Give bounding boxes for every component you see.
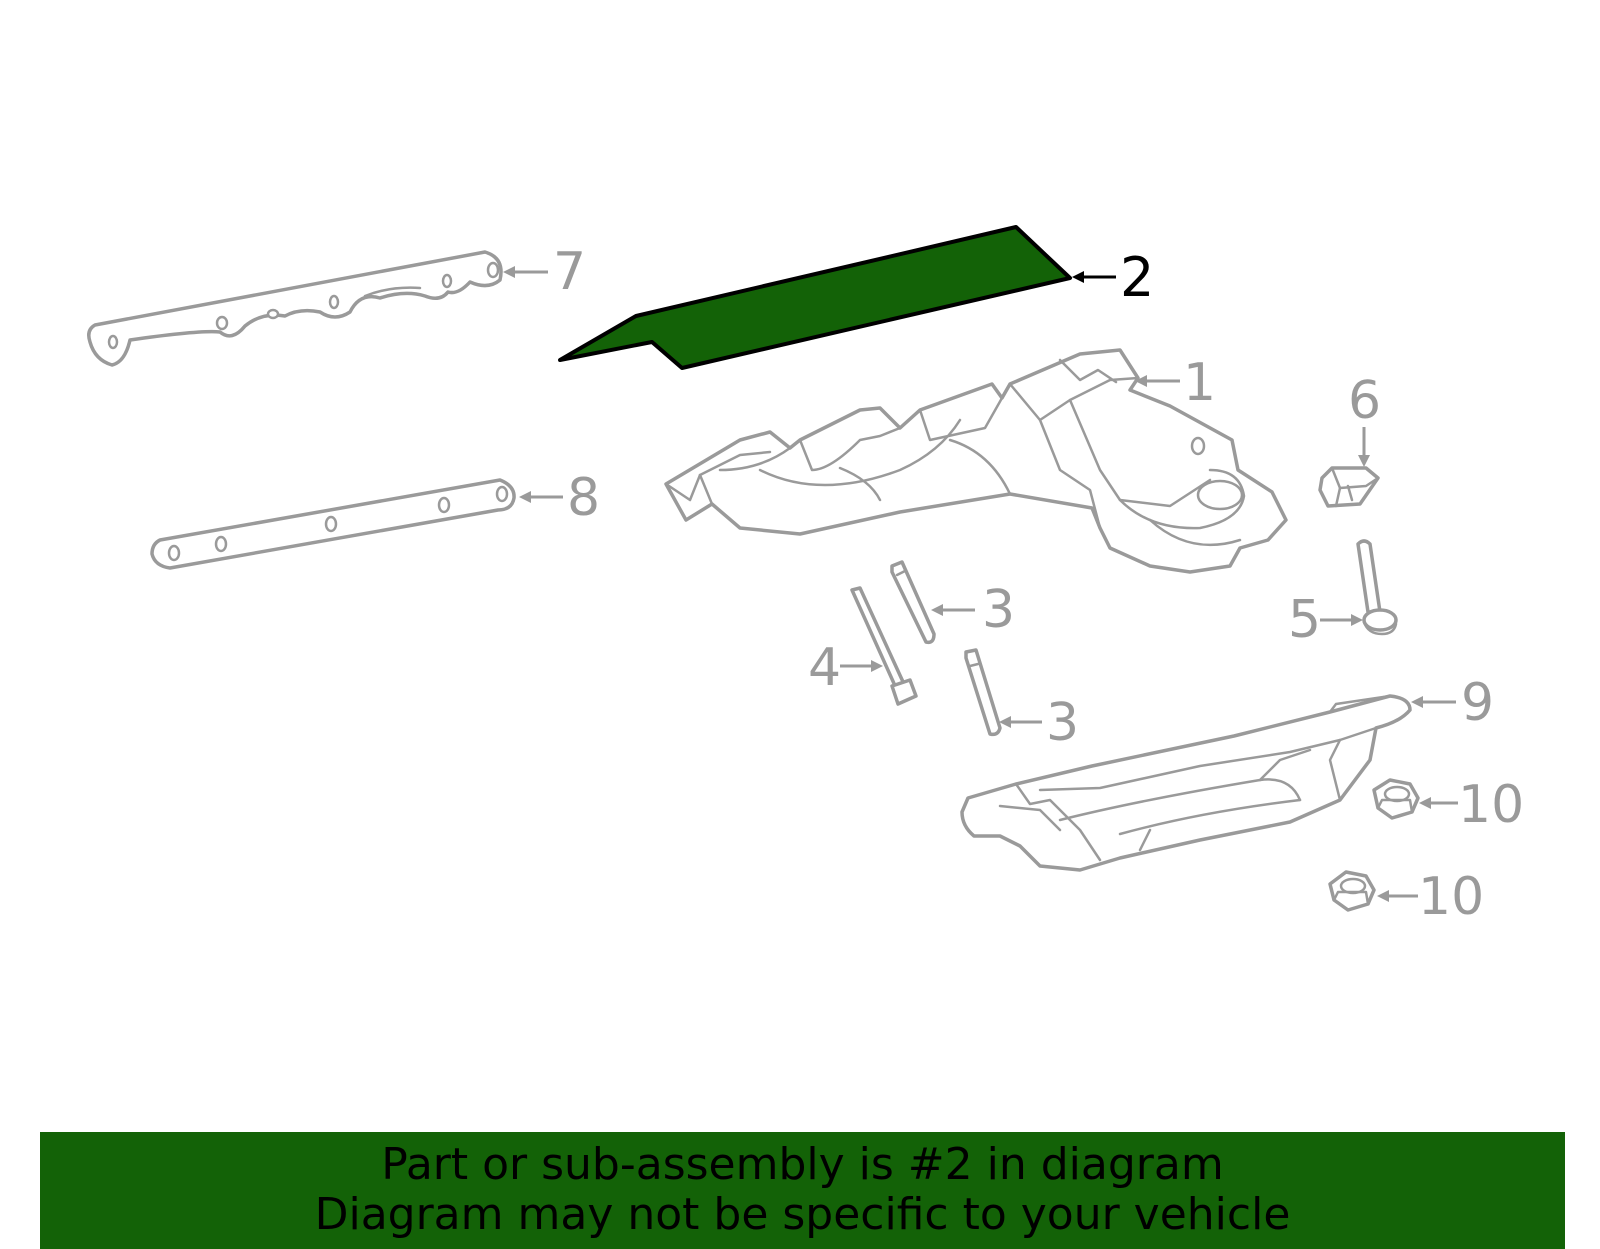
callout-number-2: 2 — [1120, 246, 1154, 309]
callout-number-10-lower: 10 — [1418, 867, 1484, 927]
callout-number-10-upper: 10 — [1458, 775, 1524, 835]
callout-number-9: 9 — [1461, 673, 1494, 733]
part-1-exhaust-manifold[interactable] — [664, 348, 1288, 574]
callout-number-3-lower: 3 — [1046, 693, 1079, 753]
banner-line-part: Part or sub-assembly is #2 in diagram — [381, 1139, 1224, 1190]
part-3-stud-upper[interactable] — [890, 560, 936, 645]
callout-number-5: 5 — [1288, 590, 1321, 650]
callout-2: 2 — [1072, 246, 1154, 309]
callout-number-1: 1 — [1183, 353, 1216, 413]
callout-5: 5 — [1288, 590, 1363, 650]
part-2-heat-shield[interactable] — [558, 225, 1072, 370]
callout-3-lower: 3 — [999, 693, 1079, 753]
part-8-strip[interactable] — [150, 478, 516, 570]
part-6-clip[interactable] — [1318, 466, 1380, 508]
part-10-nut-upper[interactable] — [1372, 778, 1420, 820]
callout-10-upper: 10 — [1419, 775, 1524, 835]
callout-number-6: 6 — [1348, 371, 1381, 431]
callout-7: 7 — [503, 242, 586, 302]
callout-8: 8 — [519, 468, 600, 528]
callout-1: 1 — [1135, 353, 1216, 413]
part-4-bolt[interactable] — [850, 586, 918, 706]
callout-number-4: 4 — [808, 638, 841, 698]
callout-9: 9 — [1411, 673, 1494, 733]
callout-number-3-upper: 3 — [982, 580, 1015, 640]
callout-4: 4 — [808, 638, 883, 698]
part-9-lower-heat-shield[interactable] — [960, 694, 1412, 872]
callout-10-lower: 10 — [1377, 867, 1484, 927]
callout-3-upper: 3 — [931, 580, 1015, 640]
info-banner: Part or sub-assembly is #2 in diagram Di… — [40, 1132, 1565, 1249]
callout-6: 6 — [1348, 371, 1381, 467]
part-3-stud-lower[interactable] — [964, 648, 1002, 737]
banner-line-disclaimer: Diagram may not be specific to your vehi… — [314, 1189, 1291, 1240]
callout-number-7: 7 — [553, 242, 586, 302]
callout-number-8: 8 — [567, 468, 600, 528]
part-7-gasket[interactable] — [87, 250, 503, 367]
part-5-bolt[interactable] — [1356, 539, 1398, 636]
part-10-nut-lower[interactable] — [1328, 870, 1376, 912]
